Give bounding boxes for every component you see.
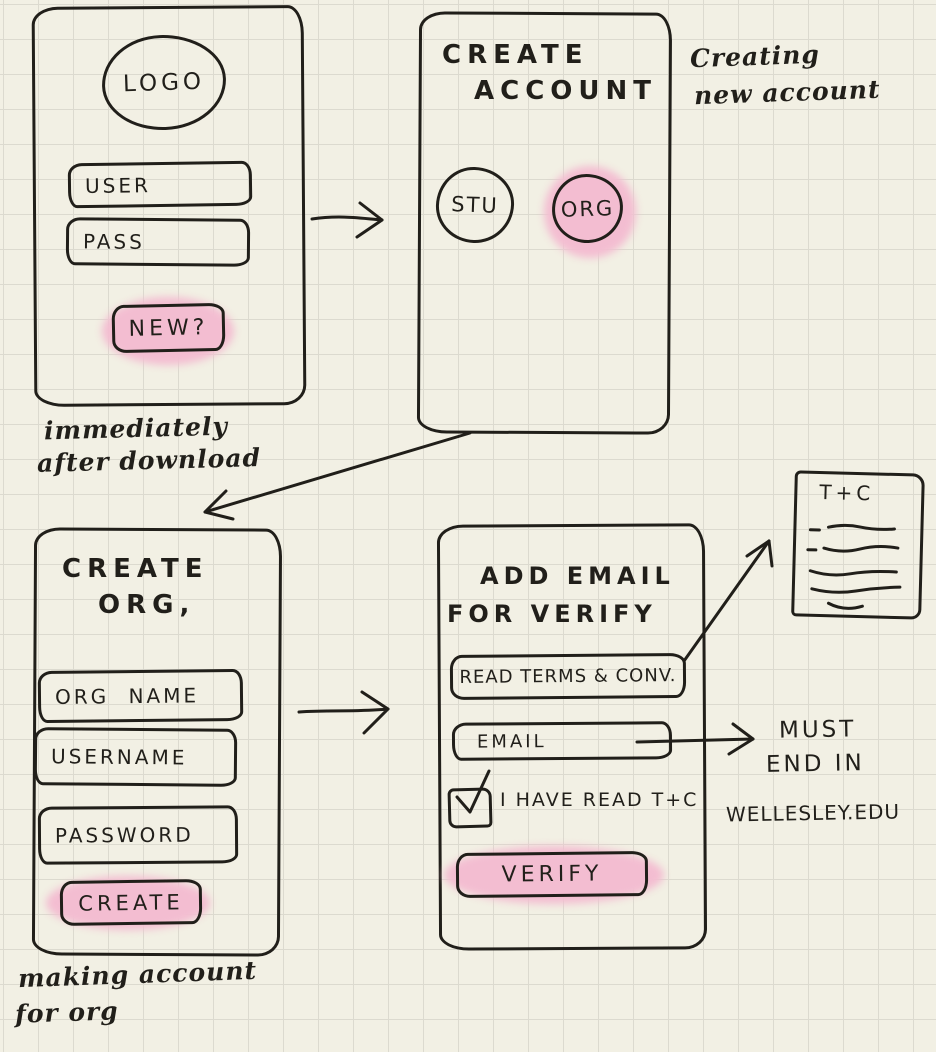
verify-button-label: VERIFY bbox=[501, 861, 603, 888]
terms-doc-sketch: T+C bbox=[791, 470, 925, 620]
annotation-must-line3: WELLESLEY.EDU bbox=[725, 799, 901, 827]
org-option-highlight bbox=[544, 166, 636, 258]
annotation-making-account-line2: for org bbox=[14, 996, 120, 1029]
verify-button-highlight bbox=[444, 846, 664, 904]
org-option-label: ORG bbox=[560, 195, 615, 222]
annotation-must-line1: MUST bbox=[778, 716, 857, 744]
password-field-label: PASSWORD bbox=[54, 822, 194, 848]
annotation-immediately-line2: after download bbox=[36, 443, 262, 478]
annotation-creating-new-account-line2: new account bbox=[693, 74, 881, 111]
org-name-field-label: ORG NAME bbox=[54, 683, 200, 709]
create-button: CREATE bbox=[59, 879, 203, 926]
terms-checkbox bbox=[447, 787, 493, 829]
user-field-label: USER bbox=[84, 172, 152, 198]
terms-checkbox-label: I HAVE READ T+C bbox=[500, 789, 699, 811]
org-name-field: ORG NAME bbox=[37, 668, 244, 724]
verify-title-line2: FOR VERIFY bbox=[447, 600, 657, 628]
annotation-immediately-line1: immediately bbox=[43, 411, 229, 446]
create-button-label: CREATE bbox=[78, 889, 184, 916]
student-option-label: STU bbox=[450, 192, 500, 218]
verify-button: VERIFY bbox=[455, 850, 649, 899]
create-account-title-line2: ACCOUNT bbox=[474, 76, 657, 106]
username-field-label: USERNAME bbox=[50, 744, 188, 770]
annotation-creating-new-account-line1: Creating bbox=[689, 39, 821, 74]
new-button-label: NEW? bbox=[128, 314, 209, 342]
create-button-highlight bbox=[46, 876, 210, 930]
user-field: USER bbox=[67, 160, 253, 209]
pass-field-label: PASS bbox=[82, 229, 145, 254]
terms-doc-text-squiggles bbox=[806, 523, 902, 610]
new-button: NEW? bbox=[111, 302, 226, 354]
password-field: PASSWORD bbox=[37, 805, 239, 865]
create-account-title-line1: CREATE bbox=[442, 40, 589, 70]
new-button-highlight bbox=[102, 297, 234, 365]
verify-title-line1: ADD EMAIL bbox=[480, 562, 675, 590]
create-org-title-line1: CREATE bbox=[62, 554, 209, 584]
email-field: EMAIL bbox=[451, 721, 673, 761]
annotation-must-line2: END IN bbox=[765, 750, 865, 778]
create-org-title-line2: ORG, bbox=[98, 590, 196, 620]
username-field: USERNAME bbox=[33, 727, 238, 787]
logo-label: LOGO bbox=[122, 68, 206, 97]
pass-field: PASS bbox=[65, 217, 251, 267]
arrow-create-org-to-verify-icon bbox=[297, 690, 390, 735]
email-field-label: EMAIL bbox=[476, 730, 547, 753]
annotation-making-account-line1: making account bbox=[17, 955, 258, 994]
arrow-login-to-create-account-icon bbox=[310, 201, 384, 239]
read-terms-button-label: READ TERMS & CONV. bbox=[459, 665, 677, 688]
read-terms-button: READ TERMS & CONV. bbox=[449, 652, 687, 701]
